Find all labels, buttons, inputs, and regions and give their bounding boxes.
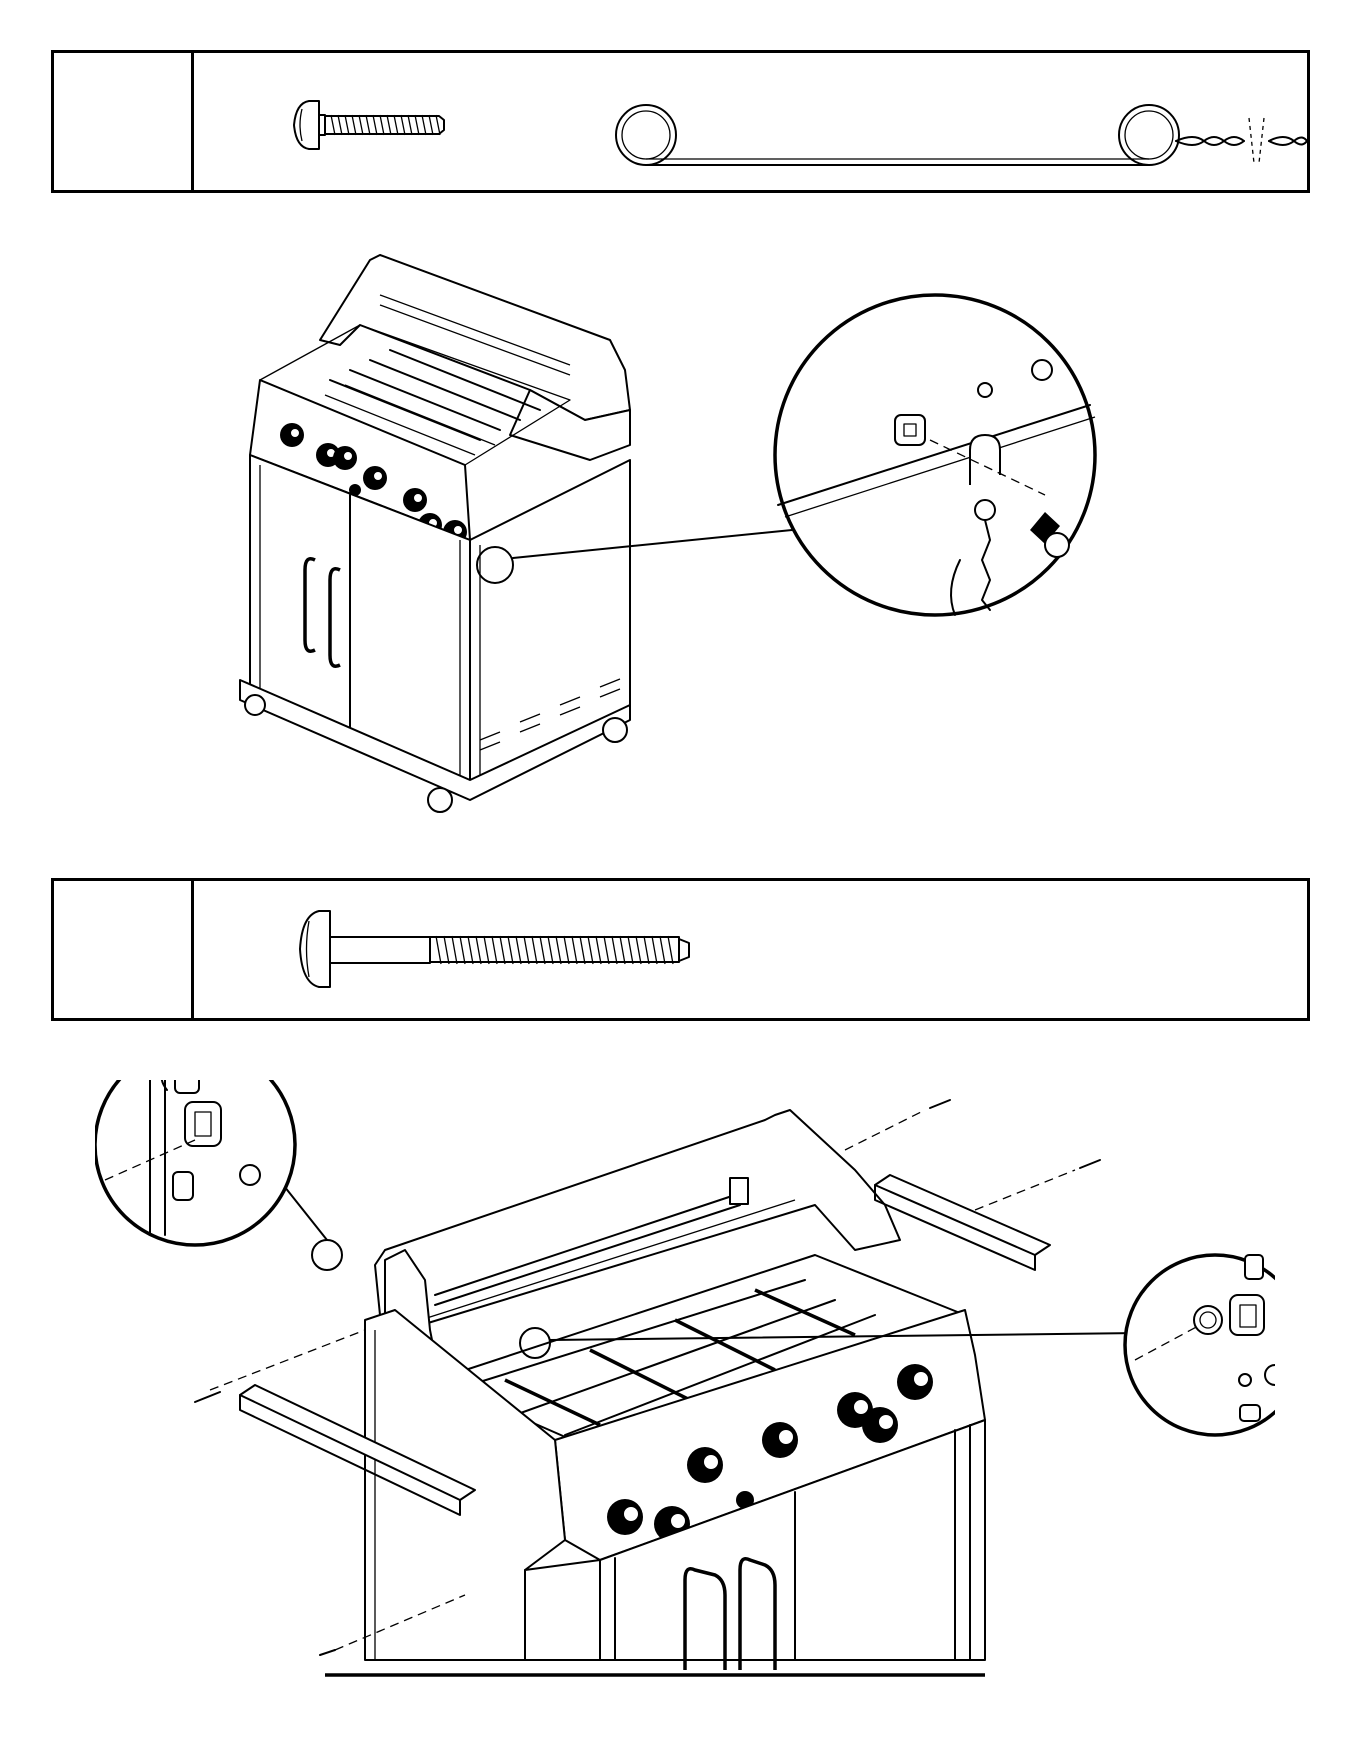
step1-parts-drawing: [194, 53, 1307, 190]
grill-head-side-shelves-view: [95, 1080, 1275, 1680]
right-bracket-detail: [1125, 1255, 1275, 1435]
step1-number-cell: [54, 53, 194, 190]
step2-parts-drawing: [194, 881, 1307, 1018]
screw-icon: [294, 101, 444, 149]
control-panel-side-detail: [775, 295, 1095, 615]
step2-number-cell: [54, 881, 194, 1018]
step2-parts-box: [51, 878, 1310, 1021]
left-bracket-detail: [95, 1080, 295, 1245]
step1-parts-box: [51, 50, 1310, 193]
wire-tie-icon: [616, 105, 1307, 165]
long-bolt-icon: [300, 911, 689, 987]
grill-cart-front-view: [230, 250, 1180, 830]
step1-illustration: [230, 250, 1180, 830]
step2-illustration: [95, 1080, 1275, 1680]
